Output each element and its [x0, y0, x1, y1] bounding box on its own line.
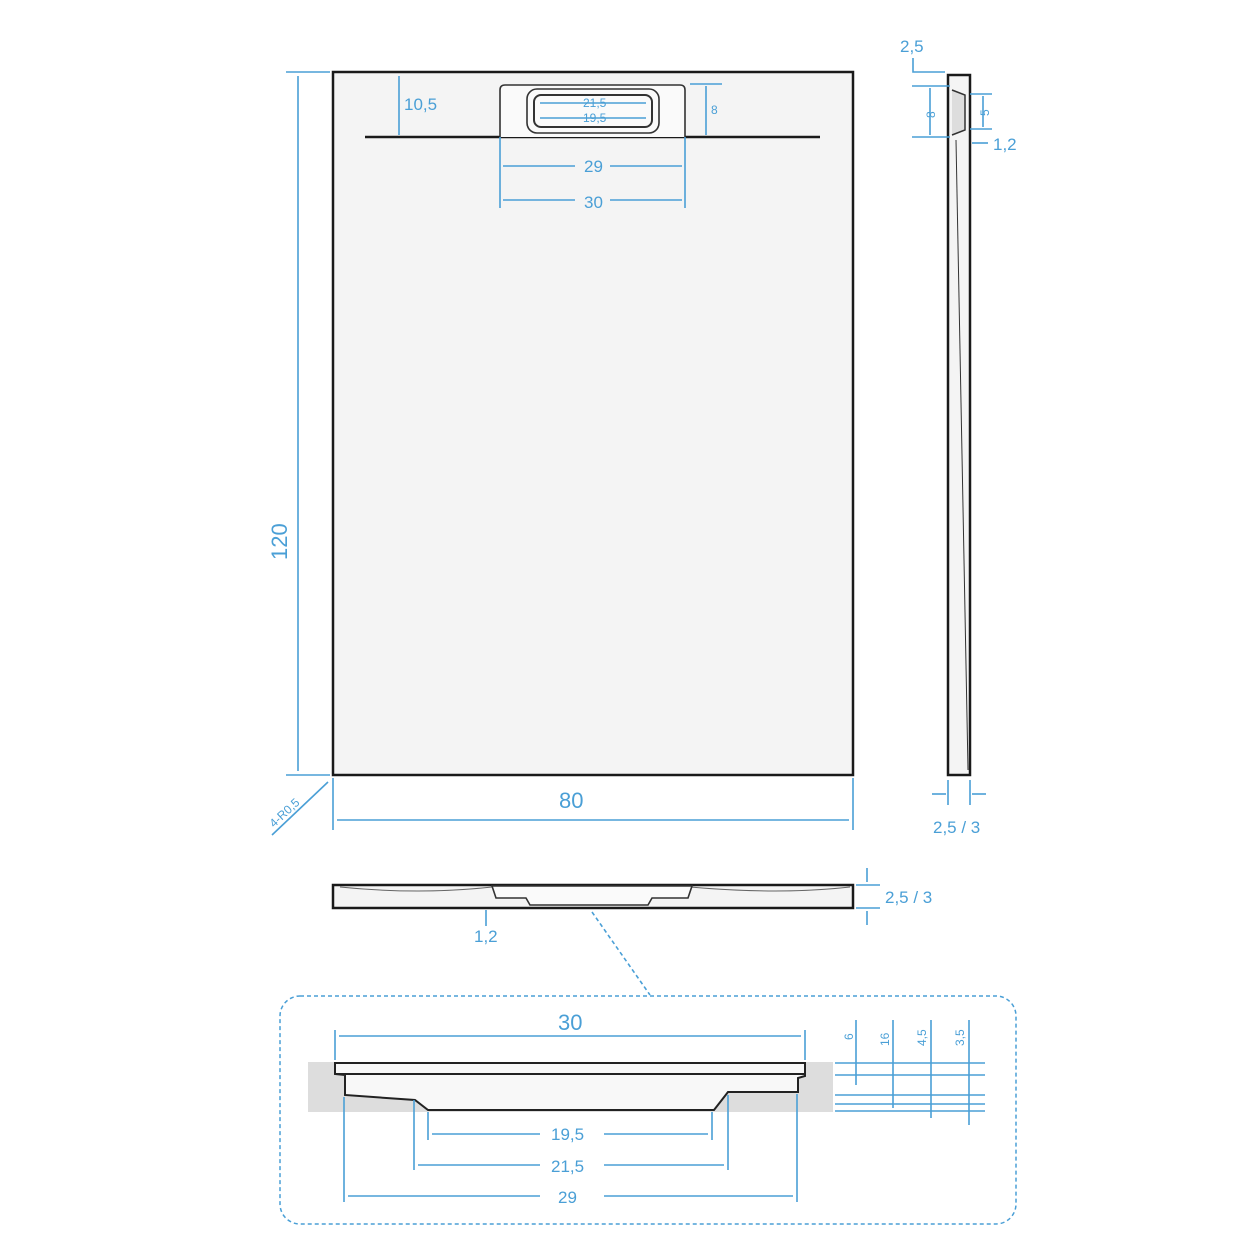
height-label-1: 6: [842, 1033, 856, 1040]
drain-inner-label: 29: [584, 157, 603, 176]
height-label-4: 3,5: [953, 1029, 967, 1046]
drain-outer-label: 30: [584, 193, 603, 212]
width-label: 80: [559, 788, 583, 813]
drain-grate: [526, 88, 660, 134]
detail-bottom-label: 29: [558, 1188, 577, 1207]
side-drain-label: 8: [924, 111, 938, 118]
top-view: 21,5 19,5 10,5 8 29 30 120 80 4-R0,5: [266, 70, 855, 836]
side-inner-label: 5: [978, 109, 992, 116]
height-label-2: 16: [878, 1032, 892, 1046]
detail-view: 30 19,5 21,5 29 6 16 4,5 3,5: [279, 995, 1017, 1225]
front-view: 2,5 / 3 1,2: [331, 868, 932, 996]
grate-inner-label: 19,5: [583, 111, 607, 125]
length-label: 120: [267, 523, 292, 560]
detail-frame: [279, 995, 1017, 1225]
grate-outer-label: 21,5: [583, 96, 607, 110]
height-dimensions: 6 16 4,5 3,5: [835, 1020, 985, 1125]
front-thickness-label: 2,5 / 3: [885, 888, 932, 907]
corner-radius-label: 4-R0,5: [266, 795, 302, 830]
drain-offset-label: 10,5: [404, 95, 437, 114]
height-label-3: 4,5: [915, 1029, 929, 1046]
side-lip-label: 1,2: [993, 135, 1017, 154]
front-lip-label: 1,2: [474, 927, 498, 946]
detail-inner-label: 19,5: [551, 1125, 584, 1144]
side-thickness-label: 2,5 / 3: [933, 818, 980, 837]
drain-depth-label: 8: [711, 103, 718, 117]
side-top-label: 2,5: [900, 37, 924, 56]
detail-mid-label: 21,5: [551, 1157, 584, 1176]
detail-top-width-label: 30: [558, 1010, 582, 1035]
tray-outline: [331, 70, 855, 777]
side-view: 2,5 8 5 1,2 2,5 / 3: [900, 37, 1017, 837]
